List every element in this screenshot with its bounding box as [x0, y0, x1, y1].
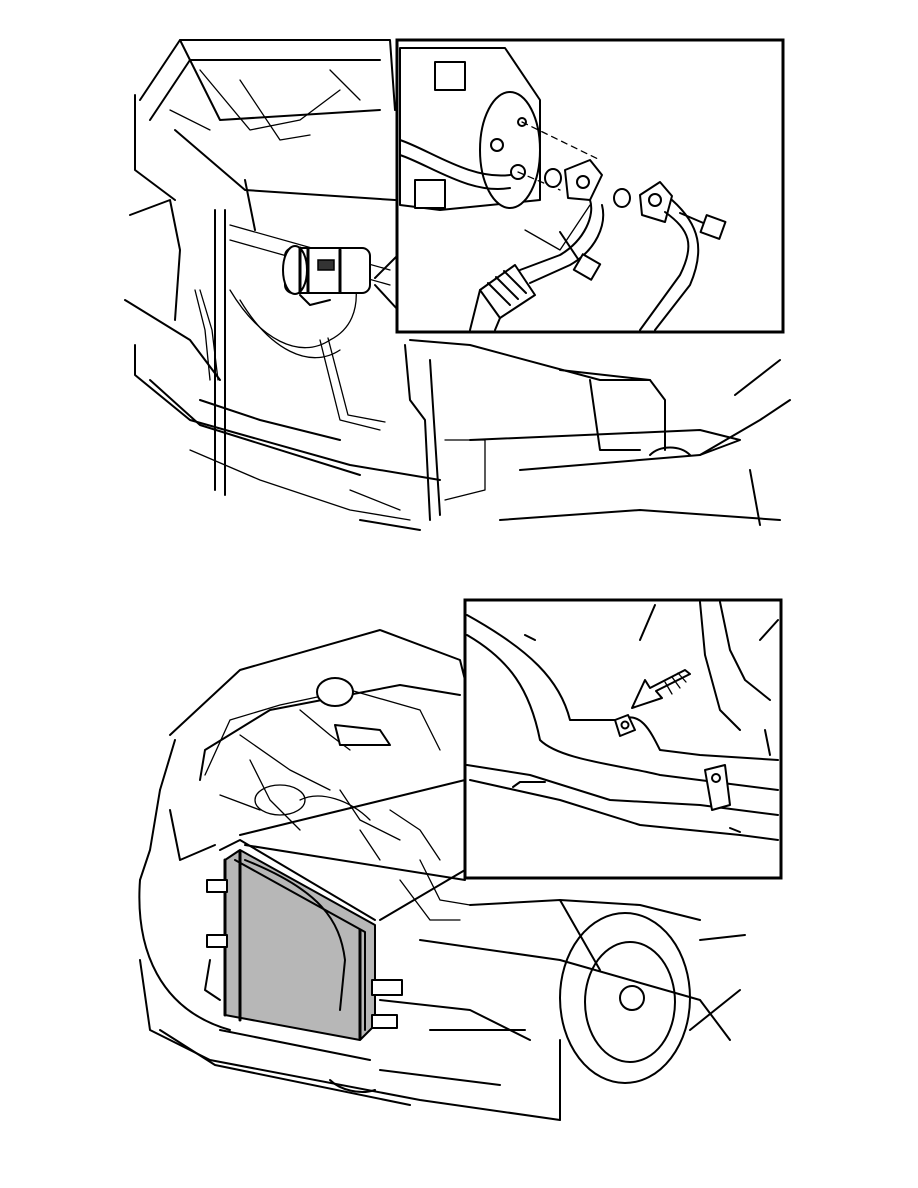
top-car-body	[124, 39, 791, 531]
drier-in-car	[282, 245, 371, 306]
o-ring-right	[613, 188, 631, 208]
top-inset-detail	[395, 38, 785, 334]
bolt-right	[679, 212, 727, 240]
bottom-illustration	[138, 598, 783, 1121]
bottom-car-body	[138, 629, 746, 1121]
top-illustration	[124, 38, 791, 531]
indicator-arrow	[631, 669, 691, 709]
bracket	[704, 764, 731, 811]
figure-bottom-condenser	[0, 560, 918, 1188]
figure-top-drier-removal	[0, 0, 918, 560]
bottom-inset-detail	[463, 598, 783, 880]
o-ring-left	[544, 168, 562, 188]
condenser-highlighted	[204, 849, 403, 1041]
bolt-left	[559, 231, 602, 281]
